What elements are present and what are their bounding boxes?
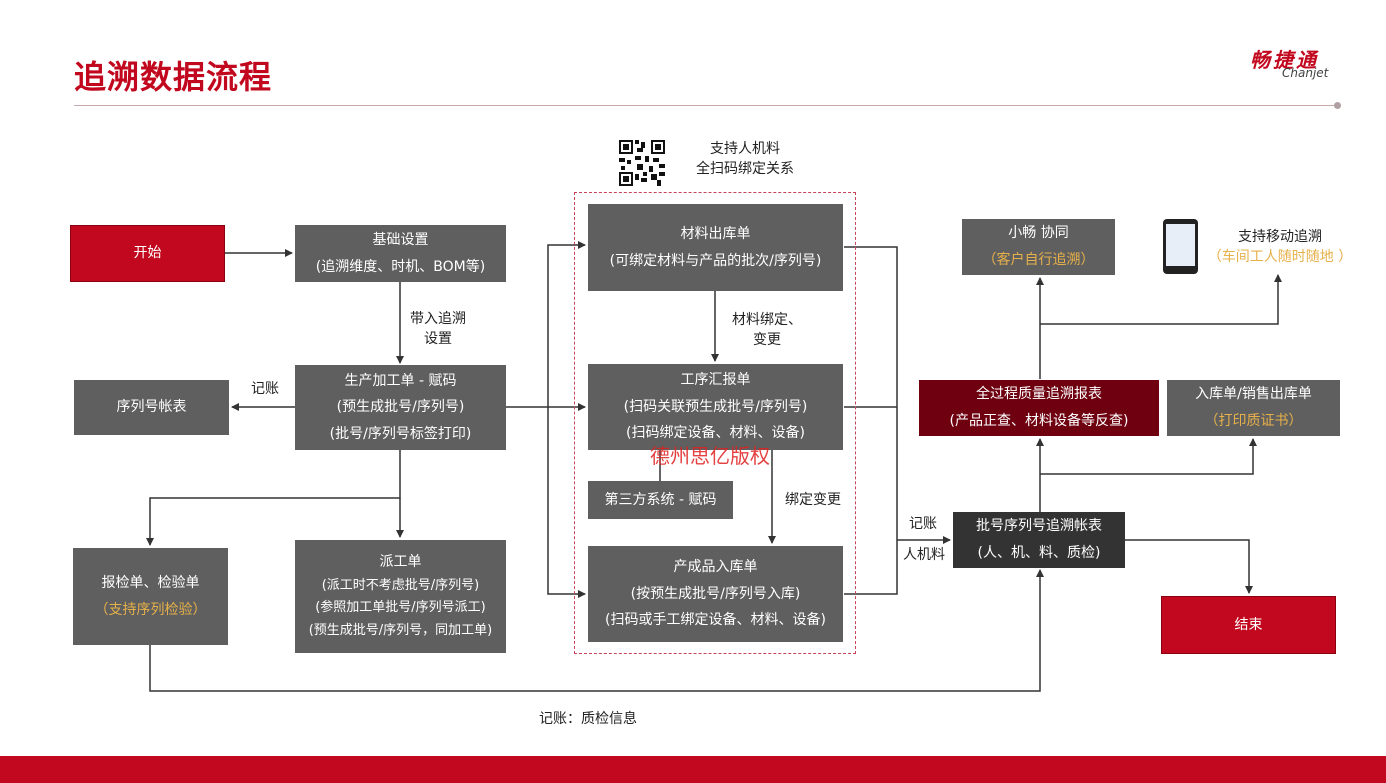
finished-goods-detail-2: (扫码或手工绑定设备、材料、设备) (605, 612, 826, 629)
production-order-box: 生产加工单 - 赋码 (预生成批号/序列号) (批号/序列号标签打印) (295, 365, 506, 450)
process-report-title: 工序汇报单 (680, 372, 751, 389)
bind-change-label: 绑定变更 (785, 492, 841, 508)
qr-code-icon (619, 140, 665, 186)
batch-serial-trace-ledger-box: 批号序列号追溯帐表 (人、机、料、质检) (953, 512, 1125, 568)
quality-trace-detail: (产品正查、材料设备等反查) (949, 413, 1129, 429)
finished-goods-detail-1: (按预生成批号/序列号入库) (630, 585, 801, 602)
inspection-title: 报检单、检验单 (101, 574, 200, 591)
inbound-sales-title: 入库单/销售出库单 (1195, 386, 1312, 403)
qr-note-line1: 支持人机料 (710, 141, 780, 157)
mobile-note: 支持移动追溯 （车间工人随时随地 ） (1200, 228, 1360, 267)
trace-ledger-detail: (人、机、料、质检) (977, 545, 1101, 561)
bring-in-label: 带入追溯 设置 (398, 310, 478, 349)
quality-trace-title: 全过程质量追溯报表 (976, 386, 1102, 403)
xiaochang-detail: （客户自行追溯） (982, 252, 1095, 268)
page-title: 追溯数据流程 (74, 58, 273, 96)
end-label: 结束 (1234, 616, 1263, 633)
post-quality-label: 记账：质检信息 (539, 711, 637, 727)
dispatch-order-title: 派工单 (379, 554, 422, 571)
basic-settings-detail: (追溯维度、时机、BOM等) (315, 258, 486, 275)
start-label: 开始 (133, 245, 162, 262)
brand-logo-cn: 畅捷通 (1250, 48, 1319, 72)
production-order-detail-2: (批号/序列号标签打印) (329, 425, 472, 442)
inspection-detail: （支持序列检验） (94, 601, 207, 618)
dispatch-order-detail-3: (预生成批号/序列号，同加工单) (308, 623, 493, 639)
process-report-detail-1: (扫码关联预生成批号/序列号) (623, 398, 808, 415)
xiaochang-collab-box: 小畅 协同 （客户自行追溯） (962, 219, 1115, 275)
finished-goods-title: 产成品入库单 (673, 559, 758, 576)
qr-note: 支持人机料 全扫码绑定关系 (680, 140, 810, 179)
mobile-screen-icon (1166, 224, 1195, 266)
xiaochang-title: 小畅 协同 (1008, 225, 1069, 242)
divider-dot (1334, 102, 1341, 109)
scan-binding-group (574, 192, 856, 654)
inbound-sales-outbound-box: 入库单/销售出库单 （打印质证书） (1167, 380, 1340, 436)
people-material-label: 人机料 (903, 547, 945, 563)
serial-ledger-box: 序列号帐表 (74, 380, 229, 435)
post-right-label: 记账 (909, 516, 937, 532)
dispatch-order-detail-1: (派工时不考虑批号/序列号) (321, 577, 480, 593)
serial-ledger-label: 序列号帐表 (116, 399, 187, 416)
production-order-title: 生产加工单 - 赋码 (344, 372, 457, 389)
process-report-box: 工序汇报单 (扫码关联预生成批号/序列号) (扫码绑定设备、材料、设备) (588, 364, 843, 450)
material-outbound-box: 材料出库单 (可绑定材料与产品的批次/序列号) (588, 204, 843, 291)
copyright-watermark: 德州思亿版权 (650, 444, 770, 468)
mobile-note-line2: （车间工人随时随地 ） (1207, 248, 1353, 265)
trace-ledger-title: 批号序列号追溯帐表 (976, 518, 1102, 535)
material-outbound-title: 材料出库单 (680, 225, 751, 242)
finished-goods-inbound-box: 产成品入库单 (按预生成批号/序列号入库) (扫码或手工绑定设备、材料、设备) (588, 546, 843, 642)
material-bind-line2: 变更 (753, 331, 781, 348)
footer-bar (0, 756, 1386, 783)
post-left-label: 记账 (251, 381, 279, 397)
material-bind-line1: 材料绑定、 (732, 312, 802, 328)
production-order-detail-1: (预生成批号/序列号) (336, 399, 465, 416)
dispatch-order-box: 派工单 (派工时不考虑批号/序列号) (参照加工单批号/序列号派工) (预生成批… (295, 540, 506, 653)
third-party-label: 第三方系统 - 赋码 (604, 491, 717, 508)
bring-in-line1: 带入追溯 (410, 311, 466, 327)
start-node: 开始 (70, 225, 225, 282)
dispatch-order-detail-2: (参照加工单批号/序列号派工) (315, 600, 486, 616)
inbound-sales-detail: （打印质证书） (1204, 413, 1303, 429)
mobile-note-line1: 支持移动追溯 (1238, 229, 1322, 245)
end-node: 结束 (1161, 596, 1336, 654)
brand-logo-en: Chanjet (1282, 66, 1329, 80)
third-party-box: 第三方系统 - 赋码 (588, 481, 733, 519)
material-outbound-detail: (可绑定材料与产品的批次/序列号) (609, 252, 822, 269)
quality-trace-report-box: 全过程质量追溯报表 (产品正查、材料设备等反查) (919, 380, 1159, 436)
title-divider (74, 105, 1340, 106)
qr-note-line2: 全扫码绑定关系 (696, 160, 794, 177)
material-bind-label: 材料绑定、 变更 (722, 311, 812, 350)
basic-settings-title: 基础设置 (372, 231, 429, 248)
process-report-detail-2: (扫码绑定设备、材料、设备) (626, 425, 805, 442)
bring-in-line2: 设置 (424, 330, 452, 347)
basic-settings-box: 基础设置 (追溯维度、时机、BOM等) (295, 225, 506, 282)
inspection-box: 报检单、检验单 （支持序列检验） (73, 548, 228, 645)
